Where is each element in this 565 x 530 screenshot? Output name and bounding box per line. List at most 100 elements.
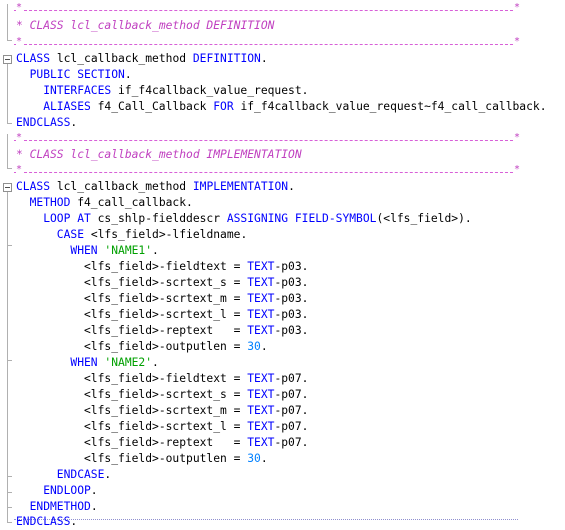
- code-line[interactable]: ALIASES f4_Call_Callback FOR if_f4callba…: [43, 99, 546, 115]
- code-token: <lfs_field>-reptext =: [84, 324, 248, 337]
- code-line[interactable]: WHEN 'NAME2'.: [70, 355, 158, 371]
- code-token: -p03.: [274, 260, 309, 273]
- code-line[interactable]: <lfs_field>-reptext = TEXT-p03.: [84, 323, 308, 339]
- code-line[interactable]: CASE <lfs_field>-lfieldname.: [57, 227, 247, 243]
- fold-tick: [7, 492, 12, 493]
- code-line[interactable]: <lfs_field>-scrtext_l = TEXT-p03.: [84, 307, 308, 323]
- code-token: PUBLIC SECTION: [29, 68, 125, 81]
- code-line[interactable]: CLASS lcl_callback_method DEFINITION.: [16, 51, 268, 67]
- code-token: -p03.: [274, 308, 309, 321]
- code-line[interactable]: <lfs_field>-scrtext_l = TEXT-p07.: [84, 419, 308, 435]
- code-token: ALIASES: [43, 100, 91, 113]
- code-line[interactable]: <lfs_field>-outputlen = 30.: [84, 451, 268, 467]
- code-token: TEXT: [247, 436, 275, 449]
- code-token: TEXT: [247, 420, 275, 433]
- code-token: <lfs_field>-scrtext_m =: [84, 292, 248, 305]
- code-token: <lfs_field>-fieldtext =: [84, 372, 248, 385]
- comment-separator-line: **: [14, 132, 520, 143]
- fold-guide: [7, 192, 8, 522]
- code-token: TEXT: [247, 372, 275, 385]
- code-line[interactable]: <lfs_field>-scrtext_m = TEXT-p03.: [84, 291, 308, 307]
- code-token: .: [90, 484, 98, 497]
- comment-separator-line: [14, 519, 518, 520]
- code-line[interactable]: <lfs_field>-scrtext_s = TEXT-p03.: [84, 275, 308, 291]
- code-token: <lfs_field>-scrtext_s =: [84, 388, 248, 401]
- code-token: ASSIGNING FIELD-SYMBOL: [226, 212, 377, 225]
- code-token: ENDMETHOD: [29, 500, 91, 513]
- code-token: f4_Call_Callback: [90, 100, 214, 113]
- comment-separator-line: **: [14, 164, 520, 175]
- code-token: TEXT: [247, 404, 275, 417]
- code-token: .: [260, 452, 268, 465]
- code-token: CLASS: [16, 52, 51, 65]
- fold-tick: [7, 360, 12, 361]
- comment-separator-line: **: [14, 36, 520, 47]
- code-token: CASE: [56, 228, 85, 241]
- code-line[interactable]: <lfs_field>-scrtext_s = TEXT-p07.: [84, 387, 308, 403]
- code-line[interactable]: ENDCLASS.: [16, 115, 77, 131]
- code-token: -p07.: [274, 404, 309, 417]
- code-line[interactable]: ENDMETHOD.: [30, 499, 98, 515]
- code-token: ENDCASE: [56, 468, 105, 481]
- code-token: METHOD: [29, 196, 71, 209]
- fold-guide: [7, 134, 8, 168]
- code-token: ENDLOOP: [43, 484, 91, 497]
- fold-end-tick: [7, 40, 12, 41]
- code-token: -p03.: [274, 276, 309, 289]
- code-token: 30: [247, 340, 261, 353]
- code-line[interactable]: <lfs_field>-fieldtext = TEXT-p07.: [84, 371, 308, 387]
- code-line[interactable]: <lfs_field>-fieldtext = TEXT-p03.: [84, 259, 308, 275]
- code-token: 'NAME2': [104, 356, 153, 369]
- code-token: * CLASS lcl_callback_method IMPLEMENTATI…: [16, 148, 302, 161]
- code-line[interactable]: LOOP AT cs_shlp-fielddescr ASSIGNING FIE…: [43, 211, 472, 227]
- code-token: TEXT: [247, 388, 275, 401]
- code-token: CLASS: [16, 180, 51, 193]
- fold-tick: [7, 245, 12, 246]
- code-token: <lfs_field>-reptext =: [84, 436, 248, 449]
- code-token: if_f4callback_value_request~f4_call_call…: [233, 100, 547, 113]
- code-line[interactable]: WHEN 'NAME1'.: [70, 243, 158, 259]
- code-token: WHEN: [70, 244, 98, 257]
- code-token: <lfs_field>-fieldtext =: [84, 260, 248, 273]
- code-token: .: [260, 340, 268, 353]
- code-token: FOR: [213, 100, 234, 113]
- collapse-toggle-icon[interactable]: [3, 183, 12, 192]
- fold-end-tick: [7, 168, 12, 169]
- code-token: IMPLEMENTATION: [192, 180, 289, 193]
- code-line[interactable]: ENDCLASS.: [16, 514, 77, 530]
- comment-separator-line: **: [14, 2, 520, 13]
- code-token: .: [70, 515, 78, 528]
- code-line[interactable]: ENDCASE.: [57, 467, 111, 483]
- code-line[interactable]: PUBLIC SECTION.: [30, 67, 132, 83]
- code-line[interactable]: CLASS lcl_callback_method IMPLEMENTATION…: [16, 179, 295, 195]
- code-line[interactable]: <lfs_field>-scrtext_m = TEXT-p07.: [84, 403, 308, 419]
- code-token: -p07.: [274, 372, 309, 385]
- code-line[interactable]: ENDLOOP.: [43, 483, 97, 499]
- code-token: TEXT: [247, 276, 275, 289]
- comment-star: *: [16, 164, 23, 175]
- fold-guide: [7, 4, 8, 40]
- code-token: .: [90, 500, 98, 513]
- code-token: .: [152, 244, 159, 257]
- code-token: * CLASS lcl_callback_method DEFINITION: [16, 19, 275, 32]
- code-token: .: [260, 52, 268, 65]
- code-token: <lfs_field>-scrtext_l =: [84, 308, 248, 321]
- code-token: LOOP AT: [43, 212, 91, 225]
- code-token: TEXT: [247, 260, 275, 273]
- fold-end-tick: [7, 123, 12, 124]
- code-token: <lfs_field>-outputlen =: [84, 452, 248, 465]
- code-line[interactable]: INTERFACES if_f4callback_value_request.: [43, 83, 308, 99]
- code-token: <lfs_field>-lfieldname.: [84, 228, 248, 241]
- code-token: <lfs_field>-outputlen =: [84, 340, 248, 353]
- code-token: <lfs_field>-scrtext_s =: [84, 276, 248, 289]
- code-token: .: [288, 180, 295, 193]
- code-token: -p03.: [274, 292, 309, 305]
- code-line[interactable]: <lfs_field>-outputlen = 30.: [84, 339, 268, 355]
- code-line[interactable]: <lfs_field>-reptext = TEXT-p07.: [84, 435, 308, 451]
- code-line[interactable]: * CLASS lcl_callback_method IMPLEMENTATI…: [16, 147, 302, 163]
- code-line[interactable]: * CLASS lcl_callback_method DEFINITION: [16, 18, 274, 34]
- collapse-toggle-icon[interactable]: [3, 55, 12, 64]
- code-line[interactable]: METHOD f4_call_callback.: [30, 195, 193, 211]
- code-token: cs_shlp-fielddescr: [90, 212, 227, 225]
